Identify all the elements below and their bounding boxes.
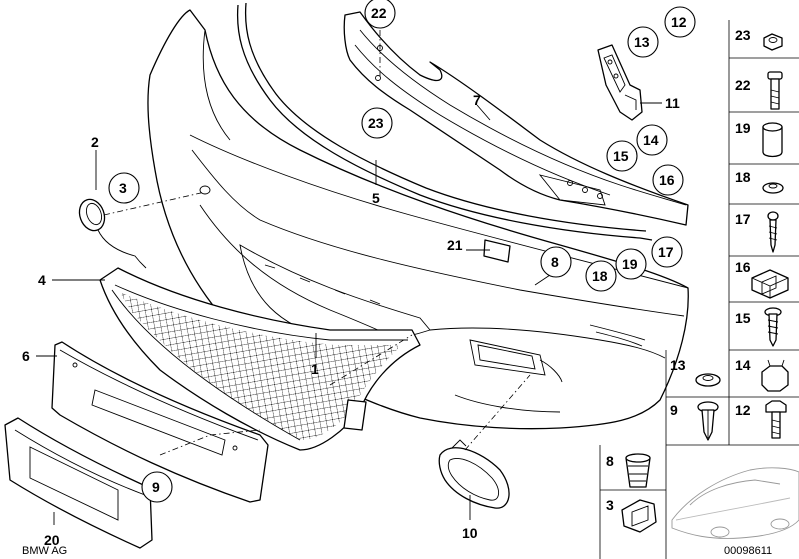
callout-15: 15 [613,148,629,164]
cage-nut-icon [761,359,789,392]
side-bracket [597,44,643,121]
washer-icon [762,182,784,194]
expansion-rivet-icon [697,401,719,441]
callout-18: 18 [592,268,608,284]
grommet-icon [695,373,721,387]
callout-8: 8 [551,254,559,270]
callout-12: 12 [671,14,687,30]
carrier-bracket [343,11,689,226]
callout-20: 20 [44,532,60,548]
lower-grille [99,267,421,451]
callout-5: 5 [372,190,380,206]
callout-9: 9 [152,479,160,495]
sidebar-label-3: 3 [606,497,614,513]
hex-nut-icon [763,33,783,51]
callout-7: 7 [473,92,481,108]
self-tapping-screw-icon [764,307,782,347]
callout-3: 3 [119,180,127,196]
sidebar-label-13: 13 [670,357,686,373]
sidebar-label-19: 19 [735,120,751,136]
sidebar-label-9: 9 [670,402,678,418]
seal-strip [236,2,653,241]
spacer-sleeve-icon [762,122,783,158]
license-plate-base [51,341,269,503]
fog-light-ring [438,439,510,509]
callout-22: 22 [371,5,387,21]
sidebar-label-12: 12 [735,402,751,418]
callout-2: 2 [91,134,99,150]
callout-19: 19 [622,256,638,272]
holder-clip-icon [621,499,657,533]
sidebar-label-16: 16 [735,259,751,275]
sidebar-label-14: 14 [735,357,751,373]
flange-bolt-icon [765,400,787,439]
wood-screw-icon [767,211,779,253]
callout-1: 1 [311,361,319,377]
tow-hook-cover [78,198,147,269]
clip-nut-icon [751,269,789,299]
callout-13: 13 [634,34,650,50]
hex-bolt-icon [767,71,783,110]
sidebar-label-15: 15 [735,310,751,326]
callout-16: 16 [659,172,675,188]
sidebar-label-17: 17 [735,211,751,227]
rubber-buffer-icon [625,453,651,488]
sidebar-label-22: 22 [735,77,751,93]
assembly-lines [103,30,531,456]
callout-21: 21 [447,237,463,253]
label-plate [483,239,511,263]
sidebar-label-8: 8 [606,453,614,469]
sidebar-label-18: 18 [735,169,751,185]
callout-17: 17 [658,244,674,260]
catalog-number: 00098611 [724,545,772,557]
callout-4: 4 [38,272,46,288]
sidebar-label-23: 23 [735,27,751,43]
hardware-sidebar: 23 22 19 18 17 16 [599,20,799,559]
license-plate-frame [4,417,153,549]
car-thumbnail-icon [671,467,799,539]
callout-10: 10 [462,525,478,541]
callout-6: 6 [22,348,30,364]
copyright-watermark: BMW AG [22,545,67,557]
circled-callouts: 3 22 23 12 13 14 15 16 17 19 18 8 9 [108,0,696,503]
callout-23: 23 [368,115,384,131]
leader-lines [36,102,662,525]
callout-11: 11 [665,95,680,111]
callout-14: 14 [643,132,659,148]
